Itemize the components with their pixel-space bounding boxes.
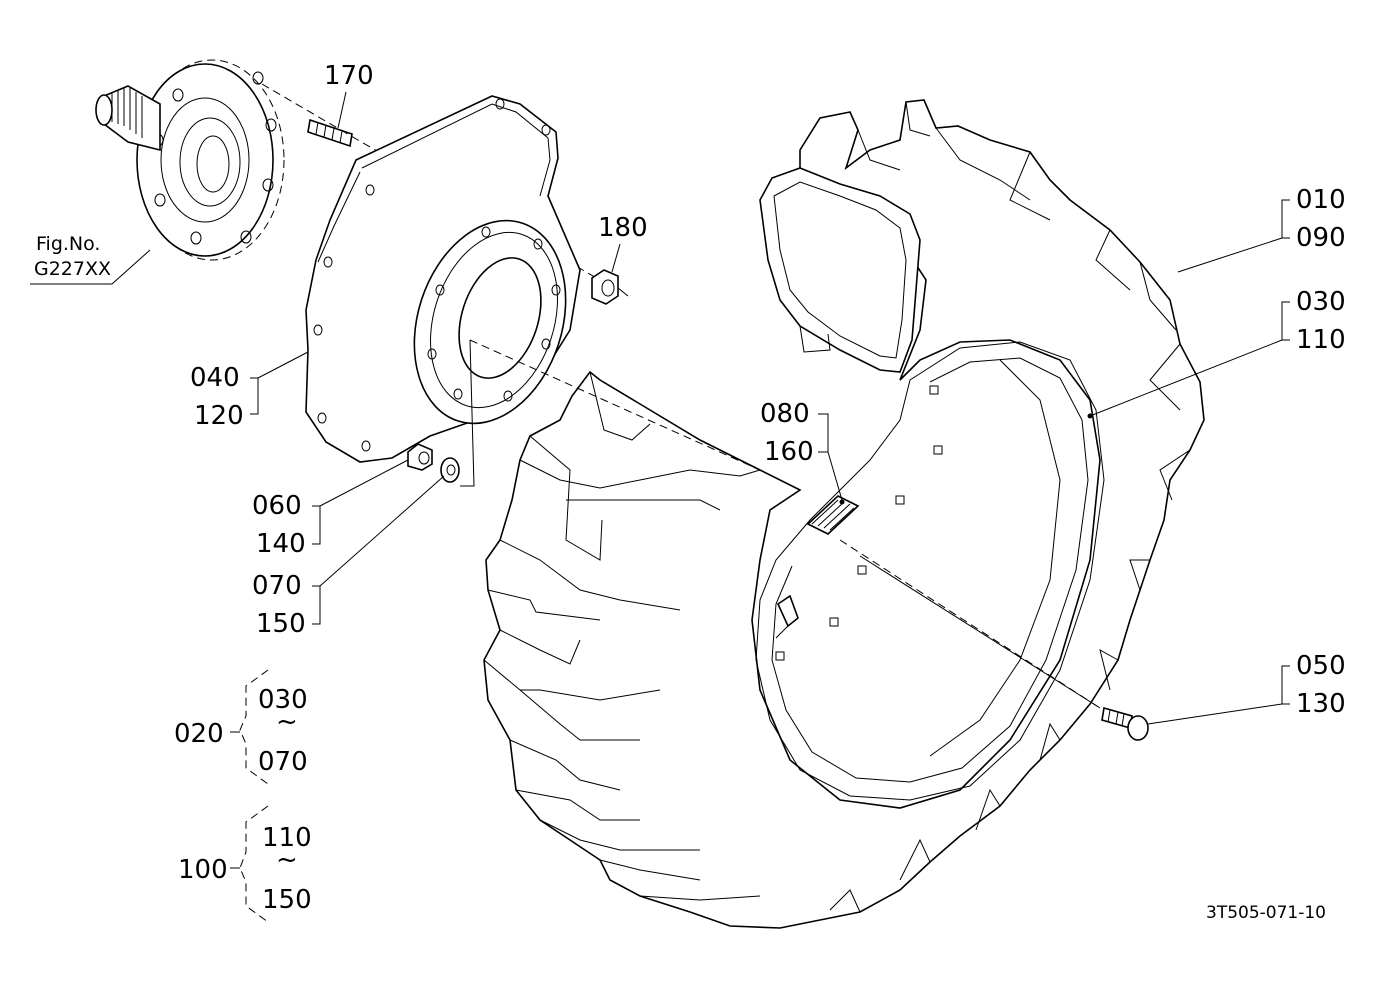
- bracket-070-150: [312, 475, 445, 625]
- leader-170: [337, 91, 347, 129]
- callout-030: 030: [1296, 287, 1346, 317]
- bracket-050-130: [1147, 665, 1290, 725]
- assembly-line-nut-180: [617, 287, 629, 297]
- rim-030: [755, 341, 1105, 801]
- center-line-disk: [460, 339, 475, 487]
- bracket-060-140: [312, 459, 409, 545]
- set-020-from: 030: [258, 685, 308, 715]
- label-plate-080: [806, 495, 860, 535]
- callout-080: 080: [760, 399, 810, 429]
- wheel-disk-040: [305, 95, 581, 463]
- assembly-set-020: 020 030 ~ 070: [174, 669, 308, 785]
- callout-110: 110: [1296, 325, 1346, 355]
- axle-hub-flange: [95, 59, 285, 261]
- leader-180: [611, 243, 621, 273]
- callout-070: 070: [252, 571, 302, 601]
- set-100-from: 110: [262, 823, 312, 853]
- callout-150: 150: [256, 609, 306, 639]
- stud-bolt-170: [307, 118, 353, 148]
- bracket-040-120: [250, 351, 309, 415]
- figure-ref-line1: Fig.No.: [36, 233, 100, 255]
- callout-040: 040: [190, 363, 240, 393]
- assembly-set-100: 100 110 ~ 150: [178, 805, 312, 923]
- callout-130: 130: [1296, 689, 1346, 719]
- assembly-line-bolt: [469, 339, 1101, 709]
- bolt-050: [1101, 706, 1149, 741]
- callout-010: 010: [1296, 185, 1346, 215]
- washer-070: [440, 457, 460, 483]
- assembly-line-stud: [261, 83, 601, 281]
- callout-090: 090: [1296, 223, 1346, 253]
- bracket-010-090: [1177, 199, 1290, 273]
- tire-010: [483, 99, 1205, 929]
- set-100-tilde: ~: [276, 845, 298, 875]
- drawing-number: 3T505-071-10: [1206, 903, 1326, 923]
- bracket-080-160: [818, 413, 843, 501]
- callout-060: 060: [252, 491, 302, 521]
- figure-ref-line2: G227XX: [34, 258, 111, 280]
- callout-180: 180: [598, 213, 648, 243]
- set-020-id: 020: [174, 719, 224, 749]
- leader-dot-030: [1087, 413, 1093, 419]
- callout-050: 050: [1296, 651, 1346, 681]
- set-100-to: 150: [262, 885, 312, 915]
- figure-ref-leader: [30, 249, 151, 285]
- nut-060: [407, 443, 433, 471]
- set-020-tilde: ~: [276, 707, 298, 737]
- callout-170: 170: [324, 61, 374, 91]
- callout-160: 160: [764, 437, 814, 467]
- set-020-to: 070: [258, 747, 308, 777]
- set-100-id: 100: [178, 855, 228, 885]
- callout-120: 120: [194, 401, 244, 431]
- assembly-line-bolt-solid: [859, 555, 1101, 709]
- callout-140: 140: [256, 529, 306, 559]
- bracket-030-110: [1089, 301, 1290, 417]
- nut-180: [591, 269, 619, 305]
